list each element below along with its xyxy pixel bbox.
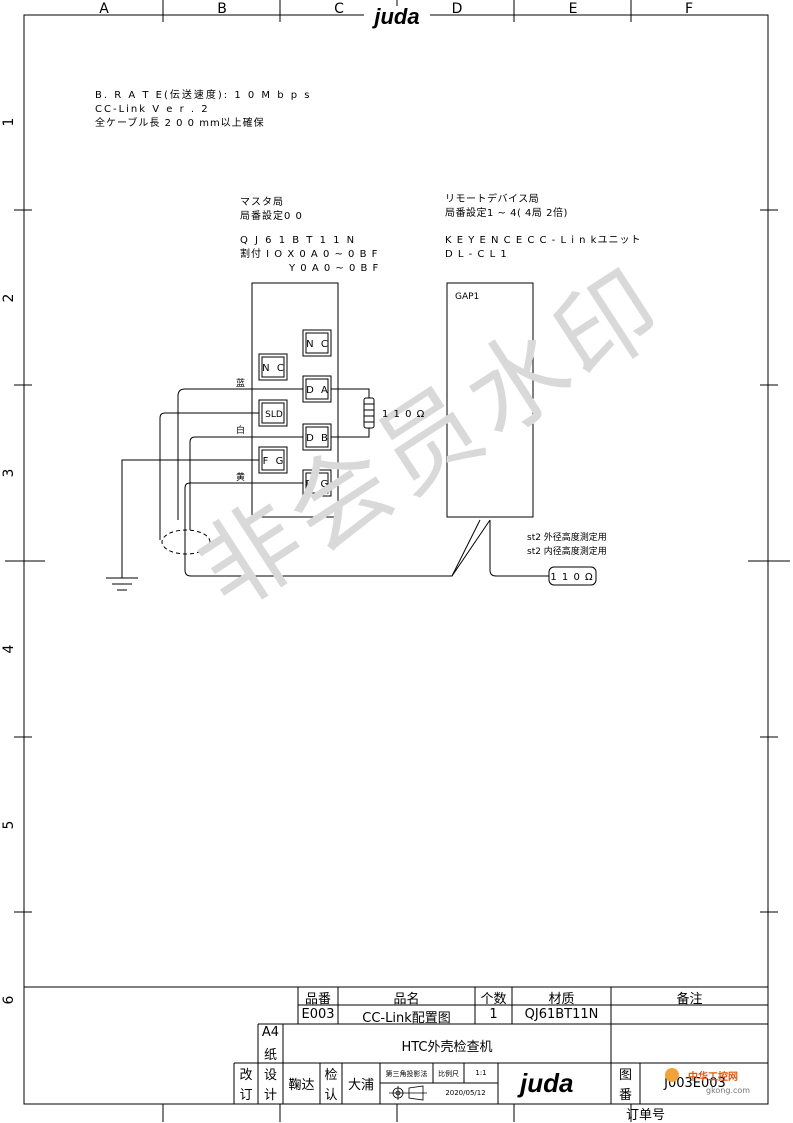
note-cable-length: 全ケーブル長 2 0 0 mm以上確保 <box>95 118 265 129</box>
terminal-nc-right: N C <box>306 339 330 350</box>
terminal-da: D A <box>306 385 330 396</box>
tb-drawing-no-label-1: 图 <box>618 1068 632 1083</box>
row-label-3: 3 <box>1 469 17 478</box>
tb-design-1: 设 <box>263 1068 277 1083</box>
tb-header-part-name: 品名 <box>393 992 420 1007</box>
column-label-f: F <box>685 1 693 17</box>
tb-drawing-no-label-2: 番 <box>618 1088 632 1103</box>
title-block-logo: juda <box>520 1068 574 1098</box>
column-label-d: D <box>452 1 463 17</box>
wire-label-yellow: 黄 <box>236 473 246 483</box>
tb-date: 2020/05/12 <box>445 1089 486 1097</box>
remote-resistor-label: 1 1 0 Ω <box>550 572 593 583</box>
master-model: Q J 6 1 B T 1 1 N <box>240 235 357 246</box>
remote-station-number: 局番設定1 ~ 4( 4局 2倍) <box>445 208 568 219</box>
tb-projection: 第三角投影法 <box>385 1070 428 1078</box>
title-block-grid <box>24 986 768 1105</box>
tb-revision-2: 订 <box>239 1088 253 1103</box>
remote-station-unit <box>446 282 534 518</box>
remote-model-2: D L - C L 1 <box>445 249 508 260</box>
master-resistor-label: 1 1 0 Ω <box>382 409 426 420</box>
brand-gear-icon <box>665 1068 679 1082</box>
cc-link-wiring <box>106 388 549 591</box>
wire-label-white: 白 <box>236 426 246 436</box>
note-cc-link-version: CC-Link V e r . 2 <box>95 104 210 115</box>
master-station-number: 局番設定0 0 <box>240 211 303 222</box>
column-label-a: A <box>99 1 109 17</box>
column-label-e: E <box>569 1 578 17</box>
remote-note-outer: st2 外径高度測定用 <box>527 533 607 543</box>
terminal-sld: SLD <box>265 410 283 420</box>
tb-qty: 1 <box>489 1007 498 1022</box>
remote-note-inner: st2 内径高度測定用 <box>527 547 607 557</box>
column-label-b: B <box>217 1 227 17</box>
tb-drawing-no: J003E003 <box>664 1076 726 1091</box>
master-io-y: Y 0 A 0 ~ 0 B F <box>289 263 380 274</box>
header-logo: juda <box>371 4 419 29</box>
tb-revision-1: 改 <box>239 1068 253 1083</box>
third-angle-projection-symbol <box>389 1085 427 1101</box>
master-io-x: 割付 I O X 0 A 0 ~ 0 B F <box>240 249 379 260</box>
tb-scale: 1:1 <box>475 1069 487 1077</box>
tb-check-2: 认 <box>324 1088 338 1103</box>
row-label-6: 6 <box>1 995 17 1004</box>
remote-unit-label: GAP1 <box>455 292 479 302</box>
master-station-unit <box>251 282 339 518</box>
column-label-c: C <box>334 1 344 17</box>
tb-header-part-no: 品番 <box>304 992 331 1007</box>
row-label-2: 2 <box>1 294 17 303</box>
terminal-db: D B <box>306 433 330 444</box>
tb-order-no: 订单号 <box>625 1108 665 1123</box>
terminal-nc-left: N C <box>262 363 286 374</box>
tb-scale-label: 比例尺 <box>438 1070 459 1078</box>
remote-terminating-resistor <box>548 566 597 586</box>
brand-badge-name: 中华工控网 <box>688 1072 738 1083</box>
wire-label-blue: 蓝 <box>236 379 246 389</box>
tb-part-no: E003 <box>301 1007 335 1022</box>
tb-paper-size: A4 <box>261 1025 280 1040</box>
tb-check-1: 检 <box>324 1068 338 1083</box>
terminal-fg: F G <box>263 456 286 467</box>
tb-designer: 鞠达 <box>288 1078 315 1093</box>
row-label-1: 1 <box>1 118 17 127</box>
row-label-4: 4 <box>1 644 17 653</box>
tb-paper-label: 纸 <box>263 1048 277 1063</box>
note-baud-rate: B. R A T E(伝送速度): 1 0 M b p s <box>95 90 312 101</box>
row-label-5: 5 <box>1 821 17 830</box>
brand-badge-url: gkong.com <box>706 1086 751 1095</box>
tb-header-remarks: 备注 <box>676 992 703 1007</box>
master-terminals <box>258 329 332 497</box>
tb-checker: 大浦 <box>347 1078 374 1093</box>
terminal-dg: D G <box>306 479 331 490</box>
tb-material: QJ61BT11N <box>524 1007 599 1022</box>
tb-part-name: CC-Link配置图 <box>362 1011 451 1026</box>
remote-model: K E Y E N C E C C - L i n kユニット <box>445 235 642 246</box>
master-title: マスタ局 <box>240 197 284 208</box>
remote-title: リモートデバイス局 <box>445 194 540 205</box>
tb-project-name: HTC外壳检查机 <box>401 1040 493 1055</box>
tb-header-material: 材质 <box>548 992 575 1007</box>
sheet-frame <box>5 0 790 1122</box>
tb-design-2: 计 <box>263 1088 277 1103</box>
tb-header-qty: 个数 <box>480 992 507 1007</box>
